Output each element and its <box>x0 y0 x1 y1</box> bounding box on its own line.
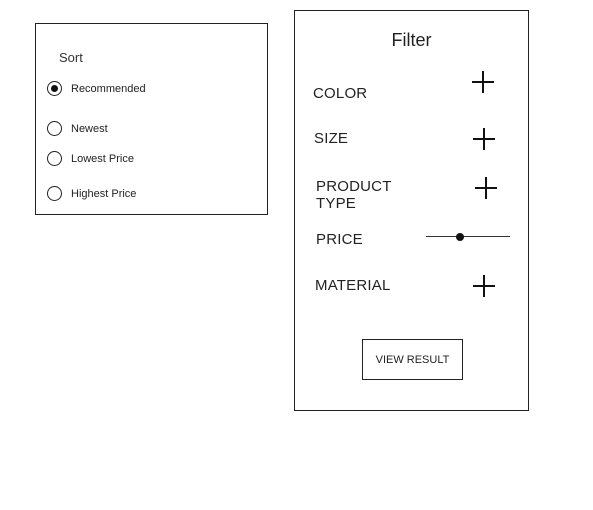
price-slider-track <box>426 236 510 237</box>
radio-recommended[interactable] <box>47 81 62 96</box>
sort-title: Sort <box>59 50 83 65</box>
filter-label-material: MATERIAL <box>315 277 391 294</box>
filter-label-size: SIZE <box>314 130 349 147</box>
sort-option-label: Newest <box>71 122 108 135</box>
sort-option-label: Lowest Price <box>71 152 134 165</box>
radio-highest-price[interactable] <box>47 186 62 201</box>
expand-color-plus-icon[interactable] <box>472 71 494 93</box>
filter-label-price: PRICE <box>316 231 363 248</box>
filter-label-color: COLOR <box>313 85 368 102</box>
expand-size-plus-icon[interactable] <box>473 128 495 150</box>
expand-material-plus-icon[interactable] <box>473 275 495 297</box>
expand-product-type-plus-icon[interactable] <box>475 177 497 199</box>
view-result-button[interactable]: VIEW RESULT <box>362 339 463 380</box>
sort-option-label: Highest Price <box>71 187 137 200</box>
filter-panel: Filter COLOR SIZE PRODUCT TYPE PRICE MAT… <box>294 10 529 411</box>
sort-panel: Sort Recommended Newest Lowest Price Hig… <box>35 23 268 215</box>
sort-option-highest-price[interactable]: Highest Price <box>47 186 136 201</box>
price-slider[interactable] <box>426 231 510 243</box>
sort-option-newest[interactable]: Newest <box>47 121 108 136</box>
sort-option-label: Recommended <box>71 82 146 95</box>
filter-title: Filter <box>391 30 432 50</box>
sort-option-lowest-price[interactable]: Lowest Price <box>47 151 134 166</box>
price-slider-thumb[interactable] <box>455 233 464 241</box>
radio-lowest-price[interactable] <box>47 151 62 166</box>
sort-option-recommended[interactable]: Recommended <box>47 81 146 96</box>
filter-label-product-type: PRODUCT TYPE <box>316 178 392 212</box>
radio-newest[interactable] <box>47 121 62 136</box>
